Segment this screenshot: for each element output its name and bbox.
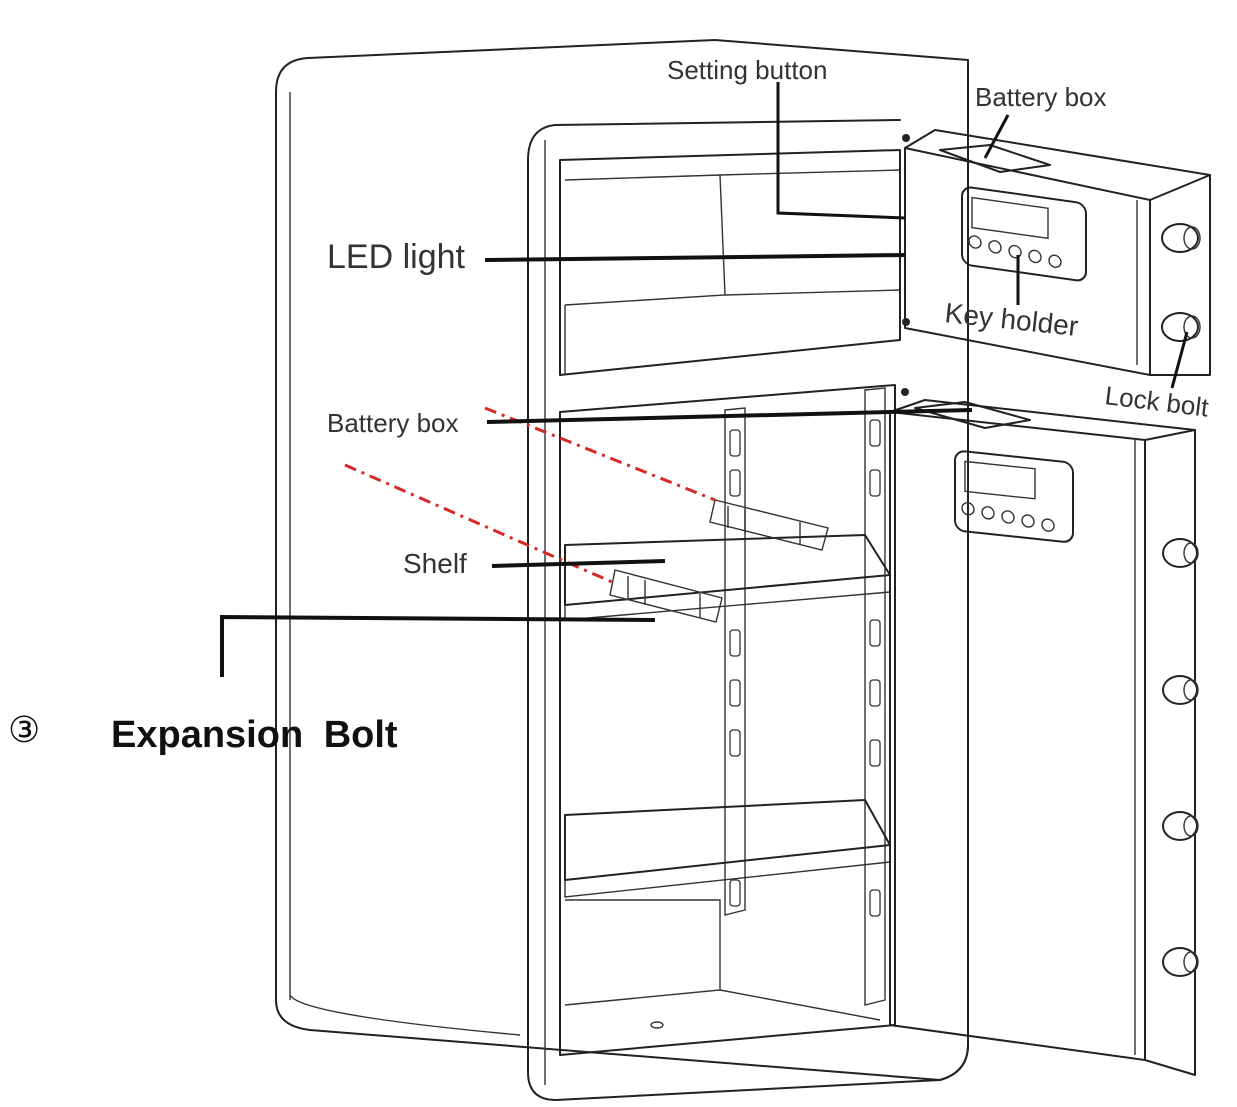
upper-door — [902, 129, 1211, 376]
led-light-leader — [484, 253, 906, 262]
upper-lock-bolts — [1161, 223, 1201, 342]
lock-bolt-leader — [1170, 331, 1189, 389]
safe-body — [275, 39, 969, 1101]
shelf-label: Shelf — [403, 548, 467, 579]
expansion-bolt-title: Expansion Bolt — [111, 714, 398, 756]
lower-door — [889, 388, 1196, 1076]
battery-box-top-label: Battery box — [975, 82, 1107, 112]
setting-button-leader — [776, 82, 906, 220]
upper-compartment — [559, 149, 901, 376]
shelf-leader — [491, 559, 666, 568]
expansion-bolt-lower — [609, 569, 723, 623]
expansion-bolt-leader — [220, 614, 656, 677]
led-light-label: LED light — [327, 238, 466, 276]
expansion-bolt-upper — [709, 499, 829, 551]
battery-box-lower-label: Battery box — [327, 408, 459, 438]
red-guide-line-lower — [344, 463, 613, 584]
lower-compartment — [559, 384, 896, 1056]
lock-bolt-label: Lock bolt — [1103, 380, 1211, 423]
battery-box-top-leader — [983, 114, 1010, 159]
lower-lock-bolts — [1162, 538, 1199, 977]
battery-box-lower-leader — [486, 408, 973, 424]
key-holder-label: Key holder — [943, 297, 1079, 342]
setting-button-label: Setting button — [667, 55, 827, 85]
step-number: ③ — [8, 709, 40, 750]
